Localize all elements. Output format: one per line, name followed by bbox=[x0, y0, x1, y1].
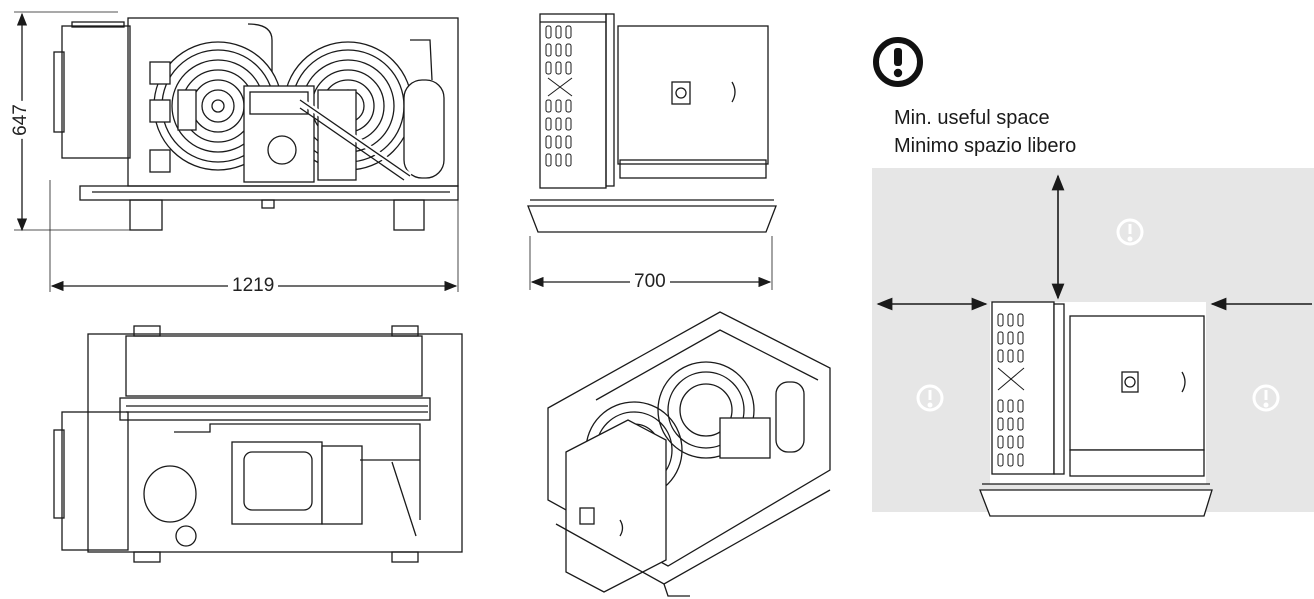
clearance-caption-it: Minimo spazio libero bbox=[894, 135, 1077, 157]
top-view bbox=[53, 325, 463, 563]
front-view bbox=[14, 11, 459, 292]
clearance-diagram bbox=[872, 168, 1314, 517]
warning-exclamation-icon bbox=[1252, 384, 1280, 412]
clearance-caption-en: Min. useful space bbox=[894, 107, 1050, 129]
warning-exclamation-icon bbox=[1116, 218, 1144, 246]
width-dimension-label: 1219 bbox=[228, 276, 279, 296]
warning-exclamation-icon bbox=[916, 384, 944, 412]
isometric-view bbox=[547, 311, 831, 597]
warning-exclamation-icon bbox=[873, 37, 923, 87]
depth-dimension-label: 700 bbox=[630, 272, 670, 292]
height-dimension-label: 647 bbox=[10, 101, 31, 139]
side-view bbox=[527, 13, 777, 290]
